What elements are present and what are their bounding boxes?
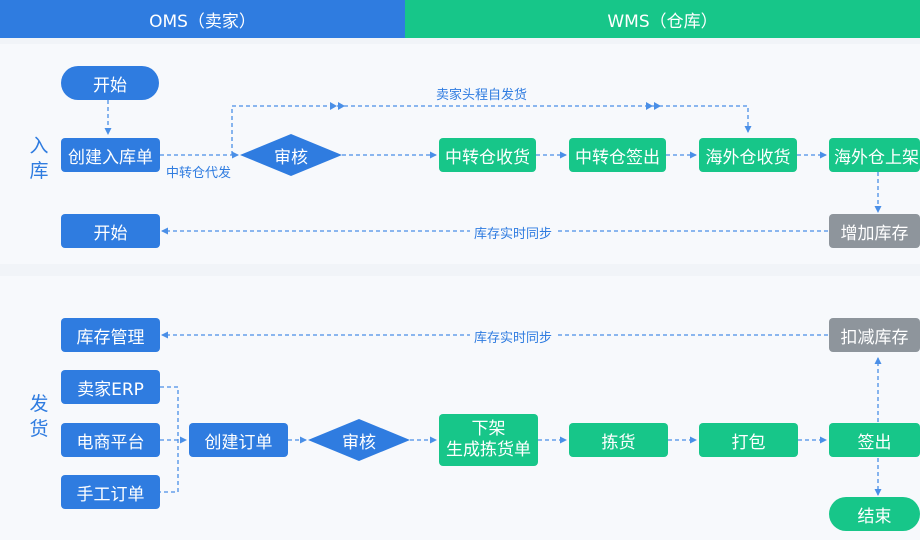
- outbound-review-node: 审核: [308, 419, 410, 461]
- overseas-receive-node: 海外仓收货: [699, 138, 797, 172]
- add-inventory-node: 增加库存: [829, 214, 920, 248]
- review-diamond-shape: [240, 134, 342, 176]
- unshelve-label-line1: 下架: [471, 419, 506, 439]
- inventory-management-node: 库存管理: [61, 318, 160, 352]
- transfer-receive-node: 中转仓收货: [439, 138, 536, 172]
- review-diamond-shape: [308, 419, 410, 461]
- transfer-ship-label: 中转仓代发: [162, 162, 236, 181]
- ecommerce-platform-node: 电商平台: [61, 423, 160, 457]
- inbound-start-node: 开始: [61, 66, 159, 100]
- create-order-node: 创建订单: [189, 423, 288, 457]
- inbound-review-label: 审核: [274, 147, 308, 168]
- transfer-signout-node: 中转仓签出: [569, 138, 666, 172]
- create-inbound-order-node: 创建入库单: [61, 138, 160, 172]
- outbound-section-label: 发货: [29, 393, 49, 440]
- unshelve-node: 下架 生成拣货单: [439, 414, 538, 466]
- seller-erp-node: 卖家ERP: [61, 370, 160, 404]
- pack-node: 打包: [699, 423, 798, 457]
- overseas-shelve-node: 海外仓上架: [829, 138, 920, 172]
- manual-order-node: 手工订单: [61, 475, 160, 509]
- signout-node: 签出: [829, 423, 920, 457]
- outbound-review-label: 审核: [342, 432, 376, 453]
- self-ship-label: 卖家头程自发货: [436, 88, 528, 103]
- outbound-end-node: 结束: [829, 497, 920, 531]
- oms-header: OMS（卖家）: [0, 0, 405, 38]
- outbound-sync-label: 库存实时同步: [470, 327, 557, 346]
- inbound-sync-label: 库存实时同步: [470, 223, 557, 242]
- unshelve-label-line2: 生成拣货单: [446, 440, 531, 460]
- inbound-review-node: 审核: [240, 134, 342, 176]
- edge-self-ship: [231, 105, 752, 155]
- wms-header: WMS（仓库）: [405, 0, 920, 38]
- pick-node: 拣货: [569, 423, 668, 457]
- edge-sources-merge: [160, 386, 186, 493]
- deduct-inventory-node: 扣减库存: [829, 318, 920, 352]
- inbound-section-label: 入库: [29, 135, 49, 182]
- inbound-end-node: 开始: [61, 214, 160, 248]
